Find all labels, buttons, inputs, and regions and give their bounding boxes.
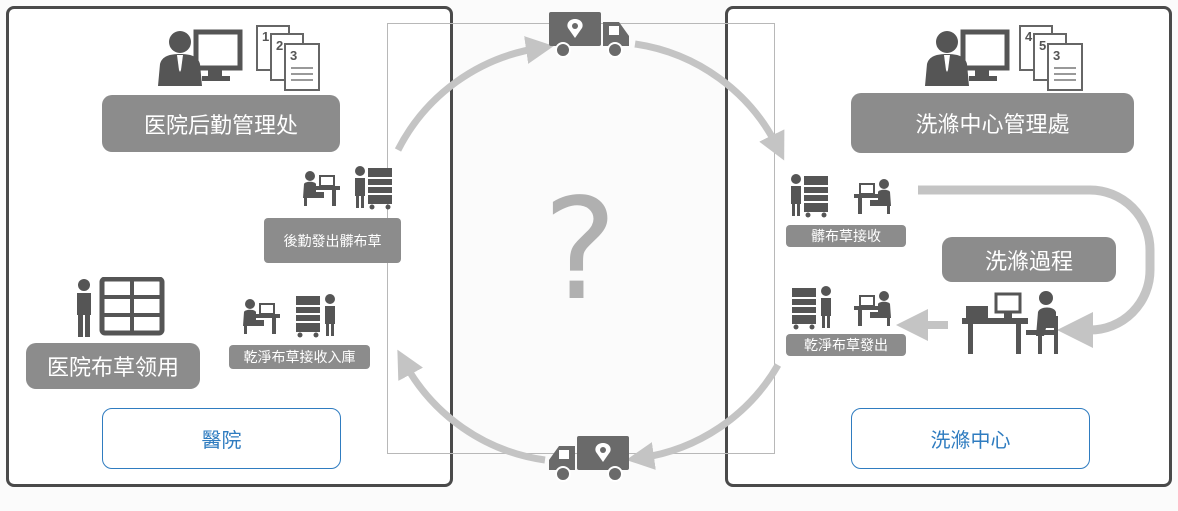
cart-worker-icon <box>296 294 335 338</box>
laundry-receive-label: 髒布草接收 <box>786 225 906 247</box>
laundry-admin-title: 洗滌中心管理處 <box>851 93 1134 153</box>
document-number-3b: 3 <box>1053 48 1060 63</box>
truck-icon-bottom <box>549 436 629 482</box>
cart-worker-icon-laundry <box>791 174 828 218</box>
laundry-process-title: 洗滌過程 <box>942 237 1116 282</box>
question-mark: ? <box>543 169 617 332</box>
cart-worker-icon-laundry-2 <box>792 286 831 330</box>
hospital-dispatch-label: 後勤發出髒布草 <box>264 218 401 263</box>
manager-computer-icon <box>158 29 243 86</box>
hospital-button[interactable]: 醫院 <box>102 408 341 469</box>
document-stack-icon: 1 2 3 <box>256 25 320 91</box>
process-arrow <box>918 185 1155 348</box>
document-number-4: 4 <box>1025 29 1033 44</box>
person-shelf-icon <box>77 277 165 337</box>
document-number-2: 2 <box>276 38 283 53</box>
worker-cart-icon <box>355 166 392 210</box>
document-number-1: 1 <box>262 29 269 44</box>
desk-worker-icon-laundry <box>854 179 891 214</box>
document-stack-icon-laundry: 4 5 3 <box>1019 25 1083 91</box>
cycle-arrow-bottom-right <box>626 363 782 470</box>
manager-computer-icon-laundry <box>925 29 1010 86</box>
hospital-admin-title: 医院后勤管理处 <box>102 95 340 152</box>
laundry-dispatch-label: 乾淨布草發出 <box>786 334 906 356</box>
laundry-button[interactable]: 洗滌中心 <box>851 408 1090 469</box>
document-number-5: 5 <box>1039 38 1046 53</box>
document-number-3: 3 <box>290 48 297 63</box>
desk-worker-icon-laundry-2 <box>854 291 891 326</box>
hospital-collect-title: 医院布草领用 <box>26 343 200 389</box>
cycle-arrow-bottom-left <box>397 349 546 464</box>
workstation-icon <box>962 291 1058 354</box>
desk-worker-icon-2 <box>243 299 280 334</box>
cycle-arrow-top-left <box>394 36 554 152</box>
truck-icon-top <box>549 12 629 58</box>
desk-worker-icon <box>303 171 340 206</box>
hospital-receive-label: 乾淨布草接收入庫 <box>229 345 370 369</box>
cycle-arrow-top-right <box>634 40 785 161</box>
